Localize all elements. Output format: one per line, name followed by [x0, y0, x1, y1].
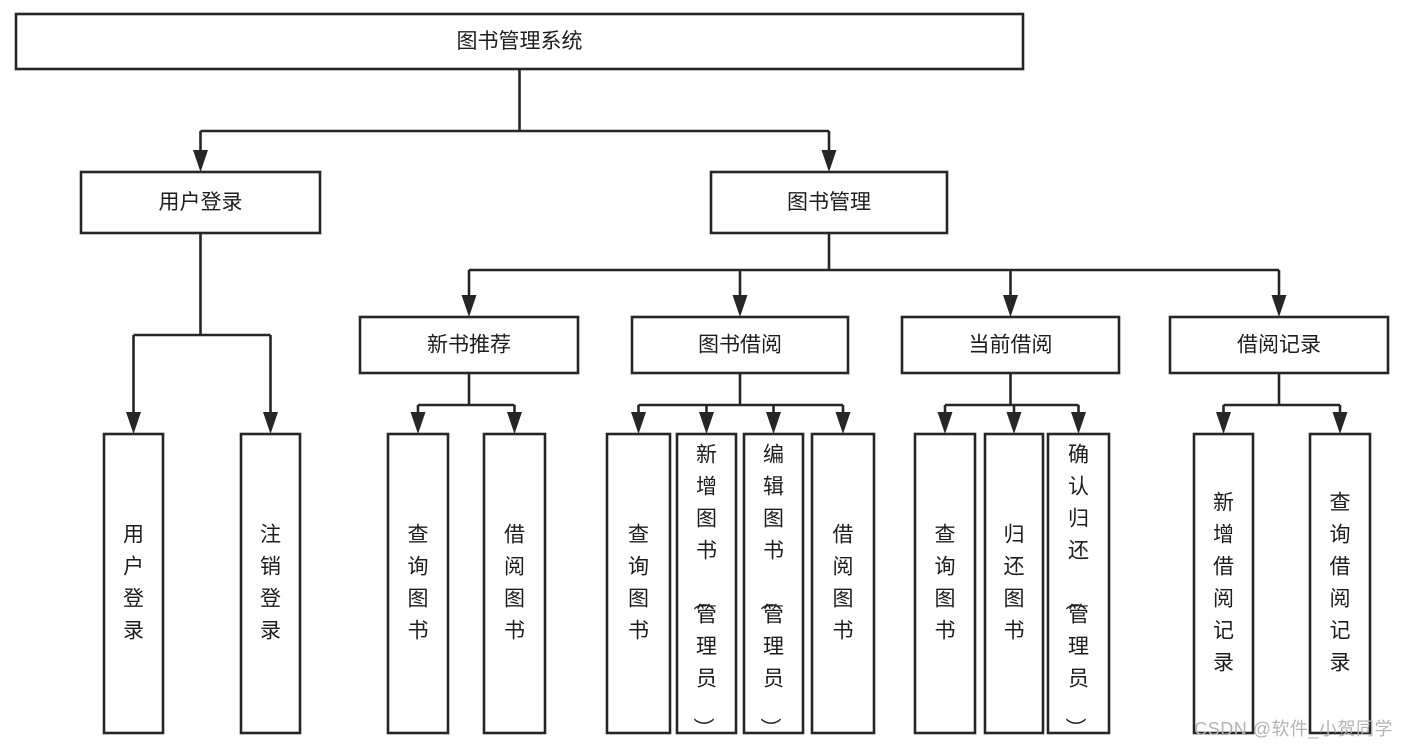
arrow-head-icon [263, 412, 278, 434]
arrow-head-icon [821, 150, 837, 172]
node-box[interactable] [239, 432, 302, 735]
arrow-head-icon [507, 412, 522, 434]
node-leaf-user-login[interactable]: 用户登录 [102, 432, 165, 735]
arrow-head-icon [126, 412, 141, 434]
node-label: 查询图书 [408, 524, 429, 643]
arrow-head-icon [1271, 295, 1287, 317]
node-label: 新书推荐 [427, 334, 511, 357]
node-box[interactable] [79, 170, 322, 235]
arrow-head-icon [1006, 412, 1022, 434]
connector-group [937, 373, 1086, 434]
node-leaf-query-book-borrow[interactable]: 查询图书 [605, 432, 672, 735]
node-label: 编辑图书（管理员） [758, 444, 784, 739]
arrow-head-icon [631, 412, 646, 434]
node-leaf-borrow-book-rec[interactable]: 借阅图书 [482, 432, 547, 735]
node-leaf-confirm-return[interactable]: 确认归还（管理员） [1046, 432, 1111, 739]
arrow-head-icon [461, 295, 477, 317]
node-box[interactable] [675, 432, 738, 735]
node-label: 图书管理系统 [457, 30, 583, 53]
connector-group [631, 373, 851, 434]
arrow-head-icon [410, 412, 426, 434]
node-leaf-query-borrow-record[interactable]: 查询借阅记录 [1308, 432, 1372, 735]
node-box[interactable] [810, 432, 876, 735]
connector-group [1216, 373, 1348, 434]
arrow-head-icon [1003, 295, 1018, 317]
node-leaf-add-borrow-record[interactable]: 新增借阅记录 [1192, 432, 1255, 735]
node-box[interactable] [14, 12, 1025, 71]
arrow-head-icon [1071, 412, 1086, 434]
node-leaf-user-logout[interactable]: 注销登录 [239, 432, 302, 735]
node-label: 用户登录 [159, 191, 243, 214]
node-current-borrow[interactable]: 当前借阅 [900, 315, 1121, 375]
node-box[interactable] [742, 432, 805, 735]
arrow-head-icon [1216, 412, 1231, 434]
arrow-head-icon [937, 412, 953, 434]
node-leaf-edit-book[interactable]: 编辑图书（管理员） [742, 432, 805, 739]
watermark-text: CSDN @软件_小贺同学 [1194, 719, 1393, 739]
node-label: 新增图书（管理员） [691, 444, 717, 739]
node-box[interactable] [1192, 432, 1255, 735]
node-box[interactable] [482, 432, 547, 735]
node-label: 确认归还（管理员） [1063, 444, 1089, 739]
node-label: 用户登录 [123, 524, 144, 643]
node-label: 归还图书 [1004, 524, 1025, 643]
arrow-head-icon [193, 150, 208, 172]
node-box[interactable] [630, 315, 850, 375]
node-label: 查询借阅记录 [1330, 492, 1351, 675]
node-box[interactable] [358, 315, 580, 375]
node-leaf-query-book-rec[interactable]: 查询图书 [386, 432, 450, 735]
arrow-head-icon [766, 412, 781, 434]
node-box[interactable] [913, 432, 977, 735]
node-box[interactable] [605, 432, 672, 735]
node-label: 借阅图书 [833, 524, 854, 643]
node-label: 当前借阅 [969, 334, 1053, 357]
arrow-head-icon [1332, 412, 1348, 434]
node-book-borrow[interactable]: 图书借阅 [630, 315, 850, 375]
node-root[interactable]: 图书管理系统 [14, 12, 1025, 71]
node-book-manage[interactable]: 图书管理 [709, 170, 949, 235]
node-borrow-record[interactable]: 借阅记录 [1168, 315, 1390, 375]
connector-group [126, 233, 278, 434]
node-box[interactable] [709, 170, 949, 235]
node-label: 查询图书 [628, 524, 649, 643]
node-leaf-add-book[interactable]: 新增图书（管理员） [675, 432, 738, 739]
node-box[interactable] [386, 432, 450, 735]
node-leaf-return-book[interactable]: 归还图书 [983, 432, 1045, 735]
node-leaf-borrow-book[interactable]: 借阅图书 [810, 432, 876, 735]
arrow-head-icon [835, 412, 851, 434]
node-label: 借阅记录 [1237, 334, 1321, 357]
node-box[interactable] [1168, 315, 1390, 375]
node-box[interactable] [1046, 432, 1111, 735]
node-box[interactable] [1308, 432, 1372, 735]
node-label: 借阅图书 [504, 524, 525, 643]
node-label: 注销登录 [260, 524, 281, 643]
node-leaf-query-book-current[interactable]: 查询图书 [913, 432, 977, 735]
node-layer: 图书管理系统用户登录图书管理新书推荐图书借阅当前借阅借阅记录用户登录注销登录查询… [14, 12, 1390, 739]
node-box[interactable] [102, 432, 165, 735]
connector-group [410, 373, 522, 434]
arrow-head-icon [699, 412, 714, 434]
node-label: 查询图书 [935, 524, 956, 643]
node-box[interactable] [900, 315, 1121, 375]
arrow-head-icon [732, 295, 748, 317]
connector-group [193, 69, 837, 172]
node-new-book-recommend[interactable]: 新书推荐 [358, 315, 580, 375]
node-label: 图书管理 [787, 191, 871, 214]
node-box[interactable] [983, 432, 1045, 735]
connector-layer [126, 69, 1348, 434]
node-label: 新增借阅记录 [1213, 492, 1234, 675]
node-user-login[interactable]: 用户登录 [79, 170, 322, 235]
connector-group [461, 233, 1287, 317]
node-label: 图书借阅 [698, 334, 782, 357]
